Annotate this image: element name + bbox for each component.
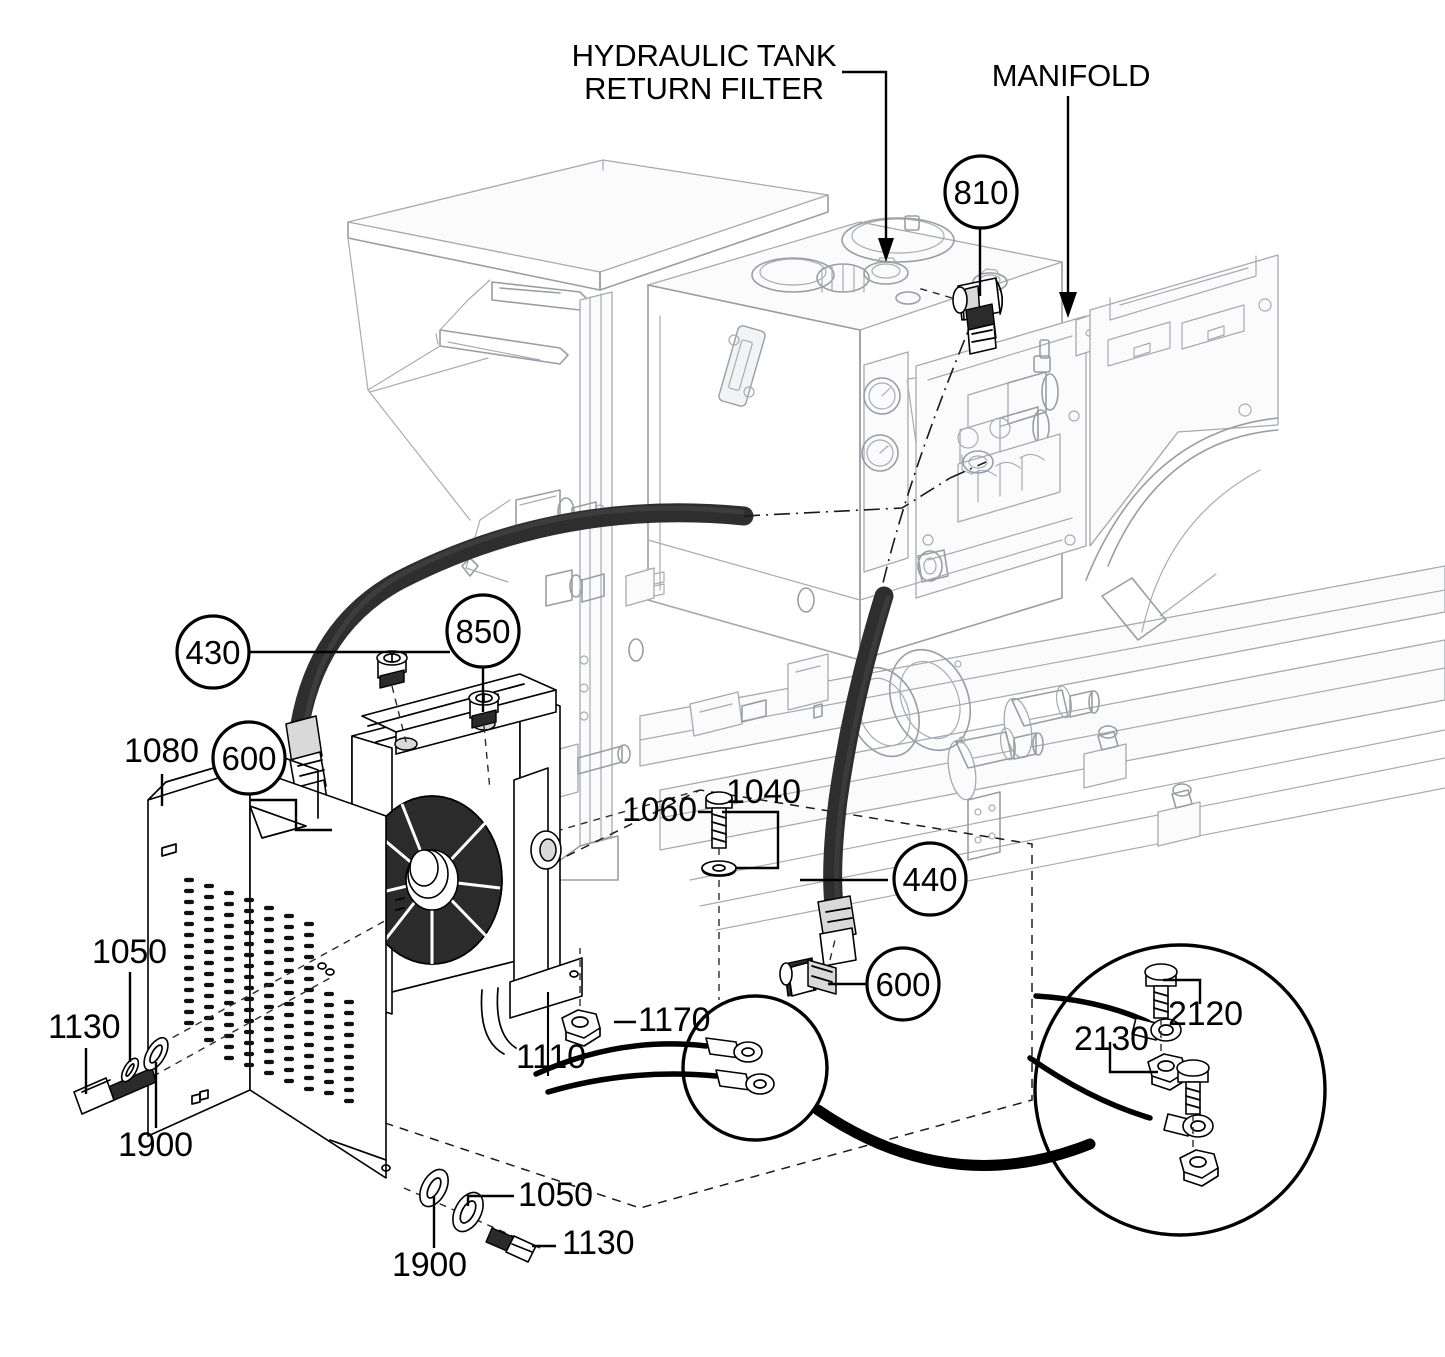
bubble-circle-810: [943, 154, 1019, 230]
bubble-circle-600-left: [211, 720, 287, 796]
label-1080: 1080: [124, 732, 199, 770]
callout-line-2: RETURN FILTER: [584, 70, 824, 106]
callout-hydraulic-tank-return-filter: HYDRAULIC TANK RETURN FILTER: [566, 38, 842, 106]
plug-850-a: [376, 650, 408, 689]
bubble-label-600-left: 600: [221, 740, 277, 777]
machine-assembly-linework: [347, 159, 1445, 931]
callout-bubbles: [175, 154, 1019, 1022]
bubble-label-810: 810: [953, 174, 1009, 211]
perforation-grid: [183, 877, 355, 1104]
bubble-label-430: 430: [185, 634, 241, 671]
label-1900-lower: 1900: [392, 1246, 467, 1284]
label-1050-lower: 1050: [518, 1176, 593, 1214]
fan-guard-shroud-1080: [147, 751, 391, 1179]
label-2120: 2120: [1168, 995, 1243, 1033]
bubble-label-850: 850: [455, 613, 511, 650]
leader-lines: [84, 70, 1202, 1248]
elbow-fitting-600-right: [779, 957, 837, 997]
centerline-810: [743, 311, 987, 597]
label-2130: 2130: [1074, 1020, 1149, 1058]
ground-cable-detail-small: [533, 994, 829, 1142]
oil-cooler-assembly: [351, 673, 583, 1055]
bubble-circle-430: [175, 614, 251, 690]
hardware-upper-left: [73, 977, 331, 1115]
ground-cable-detail-large: [1027, 943, 1327, 1237]
label-1110: 1110: [516, 1038, 586, 1076]
callout-manifold: MANIFOLD: [988, 58, 1154, 93]
hardware-lower: [403, 1168, 541, 1263]
hardware-1060-1040: [701, 791, 737, 1000]
bubble-circle-440: [892, 841, 968, 917]
bubble-circle-850: [445, 593, 521, 669]
hose-440: [817, 586, 894, 967]
hose-430: [285, 503, 754, 815]
label-1060: 1060: [622, 791, 697, 829]
label-1130-upper: 1130: [48, 1008, 121, 1046]
bubble-circle-600-right: [865, 946, 941, 1022]
detail-blowup-connector: [812, 1104, 1096, 1171]
callout-line-1: MANIFOLD: [991, 58, 1151, 93]
nut-1170: [561, 948, 601, 1047]
bubble-label-440: 440: [902, 861, 958, 898]
elbow-fitting-810: [952, 277, 1004, 355]
bubble-label-600-right: 600: [875, 966, 931, 1003]
callout-line-1: HYDRAULIC TANK: [571, 38, 837, 73]
label-1050-upper: 1050: [92, 933, 167, 971]
label-1900-upper: 1900: [118, 1126, 193, 1164]
label-1130-lower: 1130: [562, 1224, 635, 1262]
label-1170: 1170: [638, 1001, 711, 1039]
label-1040: 1040: [726, 773, 801, 811]
